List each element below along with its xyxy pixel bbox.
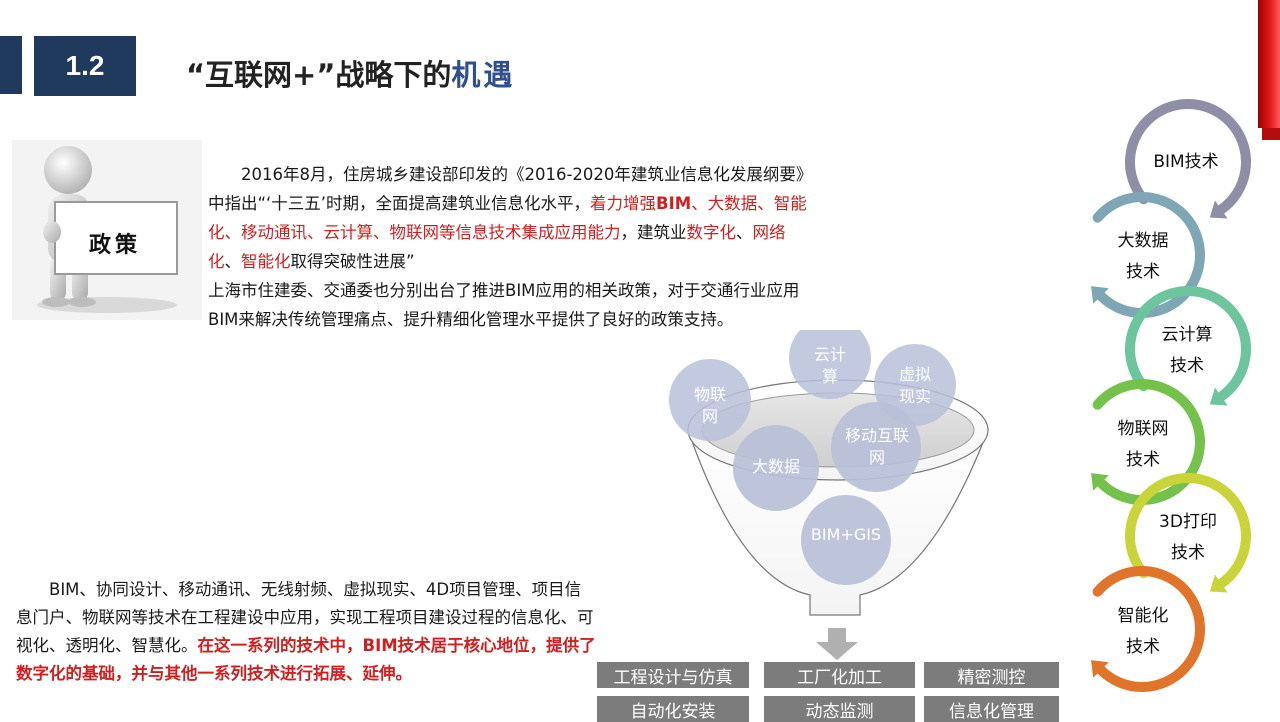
cycle-arc-0 (1125, 99, 1251, 215)
tag-precision-measure: 精密测控 (924, 662, 1059, 688)
bubble-bimgis (801, 495, 891, 585)
bubble-label-cloud: 云计算 (813, 345, 846, 386)
policy-sign-label: 政策 (88, 233, 141, 258)
cycle-arrowhead-2 (1209, 387, 1228, 406)
page-title-highlight: 机遇 (451, 58, 516, 92)
cycle-arc-4 (1125, 473, 1251, 589)
bubble-cloud (789, 317, 871, 399)
cycle-arrowhead-3 (1091, 473, 1109, 491)
page-title-main: “互联网+”战略下的 (186, 58, 452, 92)
person-holding-sign-icon (37, 146, 178, 313)
technology-paragraph: BIM、协同设计、移动通讯、无线射频、虚拟现实、4D项目管理、项目信息门户、物联… (16, 580, 596, 683)
page-title: “互联网+”战略下的机遇 (186, 52, 515, 94)
cycle-label-bigdata: 大数据技术 (1117, 231, 1169, 282)
header-left-tab (0, 36, 22, 94)
cycle-label-bim: BIM技术 (1153, 152, 1219, 172)
cycle-arc-2 (1125, 286, 1251, 402)
cycle-arrowhead-0 (1209, 200, 1228, 219)
bubble-mobile (831, 402, 921, 492)
arrow-down-icon (816, 628, 858, 660)
bubble-label-vr: 虚拟现实 (898, 365, 931, 406)
cycle-arc-5 (1092, 566, 1205, 692)
cycle-label-3dprint: 3D打印技术 (1159, 512, 1217, 563)
technology-funnel: 物联网 云计算 虚拟现实 大数据 移动互联网 BIM+GIS (660, 317, 1005, 630)
funnel-graphic (669, 317, 989, 616)
bubble-label-bimgis: BIM+GIS (810, 525, 882, 544)
bubble-label-bigdata: 大数据 (751, 457, 800, 476)
tag-info-management: 信息化管理 (924, 696, 1059, 722)
cycle-label-smart: 智能化技术 (1117, 606, 1169, 657)
policy-paragraph-line1: 2016年8月，住房城乡建设部印发的《2016-2020年建筑业信息化发展纲要》… (208, 165, 807, 271)
bubble-iot (669, 359, 751, 441)
tag-auto-install: 自动化安装 (597, 696, 749, 722)
cycle-arrowhead-1 (1091, 286, 1109, 304)
cycle-arrowhead-4 (1209, 574, 1228, 593)
bubble-label-mobile: 移动互联网 (844, 426, 909, 467)
section-number: 1.2 (34, 36, 136, 96)
cycle-arrowhead-5 (1091, 660, 1109, 678)
tag-design-simulation: 工程设计与仿真 (597, 662, 749, 688)
cycle-arcs (1091, 99, 1251, 692)
corner-accent (1258, 0, 1280, 128)
cycle-label-cloud: 云计算技术 (1161, 325, 1213, 376)
policy-paragraph-line2: 上海市住建委、交通委也分别出台了推进BIM应用的相关政策，对于交通行业应用BIM… (208, 281, 800, 329)
bubble-vr (874, 344, 956, 426)
tag-factory-processing: 工厂化加工 (764, 662, 915, 688)
corner-accent-shadow (1262, 128, 1280, 140)
tag-dynamic-monitor: 动态监测 (764, 696, 915, 722)
bubble-bigdata (733, 425, 819, 511)
policy-figure-illustration (12, 140, 202, 320)
bubble-label-iot: 物联网 (693, 385, 726, 426)
technology-cycle: BIM技术 大数据技术 云计算技术 物联网技术 3D打印技术 智能化技术 (1070, 92, 1270, 712)
policy-paragraph: 2016年8月，住房城乡建设部印发的《2016-2020年建筑业信息化发展纲要》… (208, 160, 808, 334)
cycle-label-iot: 物联网技术 (1117, 419, 1169, 470)
